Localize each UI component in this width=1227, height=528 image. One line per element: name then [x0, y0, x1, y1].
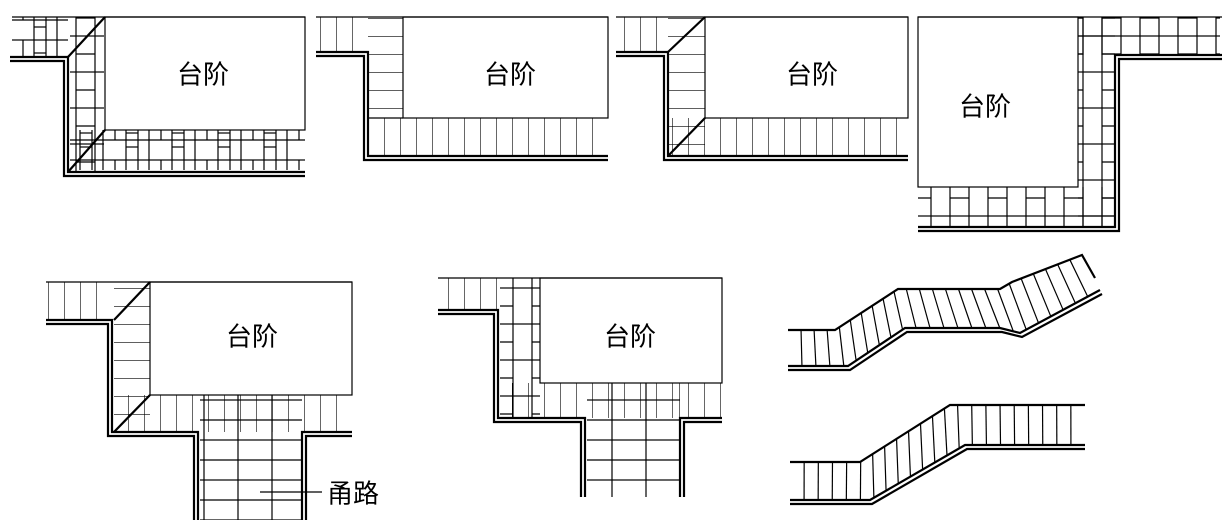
tread-line — [919, 423, 924, 470]
step-label-4: 台阶 — [958, 92, 1012, 123]
tread-line — [983, 288, 1001, 329]
tread-line — [893, 291, 904, 330]
tread-line — [931, 288, 945, 329]
tread-line — [800, 329, 803, 367]
panel-brick-reversed — [917, 16, 1222, 233]
tread-line — [931, 416, 936, 463]
panel-basketweave-mitred — [10, 16, 306, 178]
step-label-5: 台阶 — [225, 322, 279, 353]
tread-line — [860, 312, 869, 353]
step-label-2: 台阶 — [483, 60, 537, 91]
tread-line — [826, 329, 831, 367]
step-label-6: 台阶 — [603, 322, 657, 353]
tread-line — [956, 404, 960, 449]
tread-line — [884, 446, 887, 491]
tread-line — [882, 298, 892, 338]
tread-line — [849, 319, 857, 361]
panel-t-junction-mitred — [46, 281, 353, 520]
tread-line — [997, 288, 1014, 332]
tread-line — [1032, 273, 1052, 317]
tread-line — [1008, 283, 1027, 330]
tread-line — [1044, 268, 1064, 311]
tread-line — [871, 305, 880, 346]
tread-line — [944, 288, 959, 329]
path-label: 甬路 — [326, 479, 380, 510]
tread-line — [957, 288, 973, 329]
panel-straight-joint — [316, 16, 609, 162]
panel-straight-mitred — [616, 16, 909, 162]
tread-line — [905, 288, 917, 329]
panel-ramp-lower — [790, 403, 1085, 506]
step-label-1: 台阶 — [176, 60, 230, 91]
tread-line — [918, 288, 931, 329]
tread-line — [971, 404, 973, 446]
tread-line — [813, 329, 817, 367]
tread-line — [838, 327, 845, 367]
step-label-3: 台阶 — [785, 60, 839, 91]
tread-line — [1057, 264, 1076, 304]
tread-line — [895, 438, 899, 484]
tread-line — [943, 408, 948, 456]
tread-line — [985, 404, 988, 446]
tread-line — [872, 453, 875, 498]
panel-ramp-upper — [788, 253, 1103, 372]
tread-line — [1020, 278, 1040, 324]
panel-t-junction-straight — [438, 277, 723, 497]
tread-line — [907, 431, 912, 477]
tread-line — [1069, 259, 1089, 297]
tread-line — [970, 288, 987, 329]
